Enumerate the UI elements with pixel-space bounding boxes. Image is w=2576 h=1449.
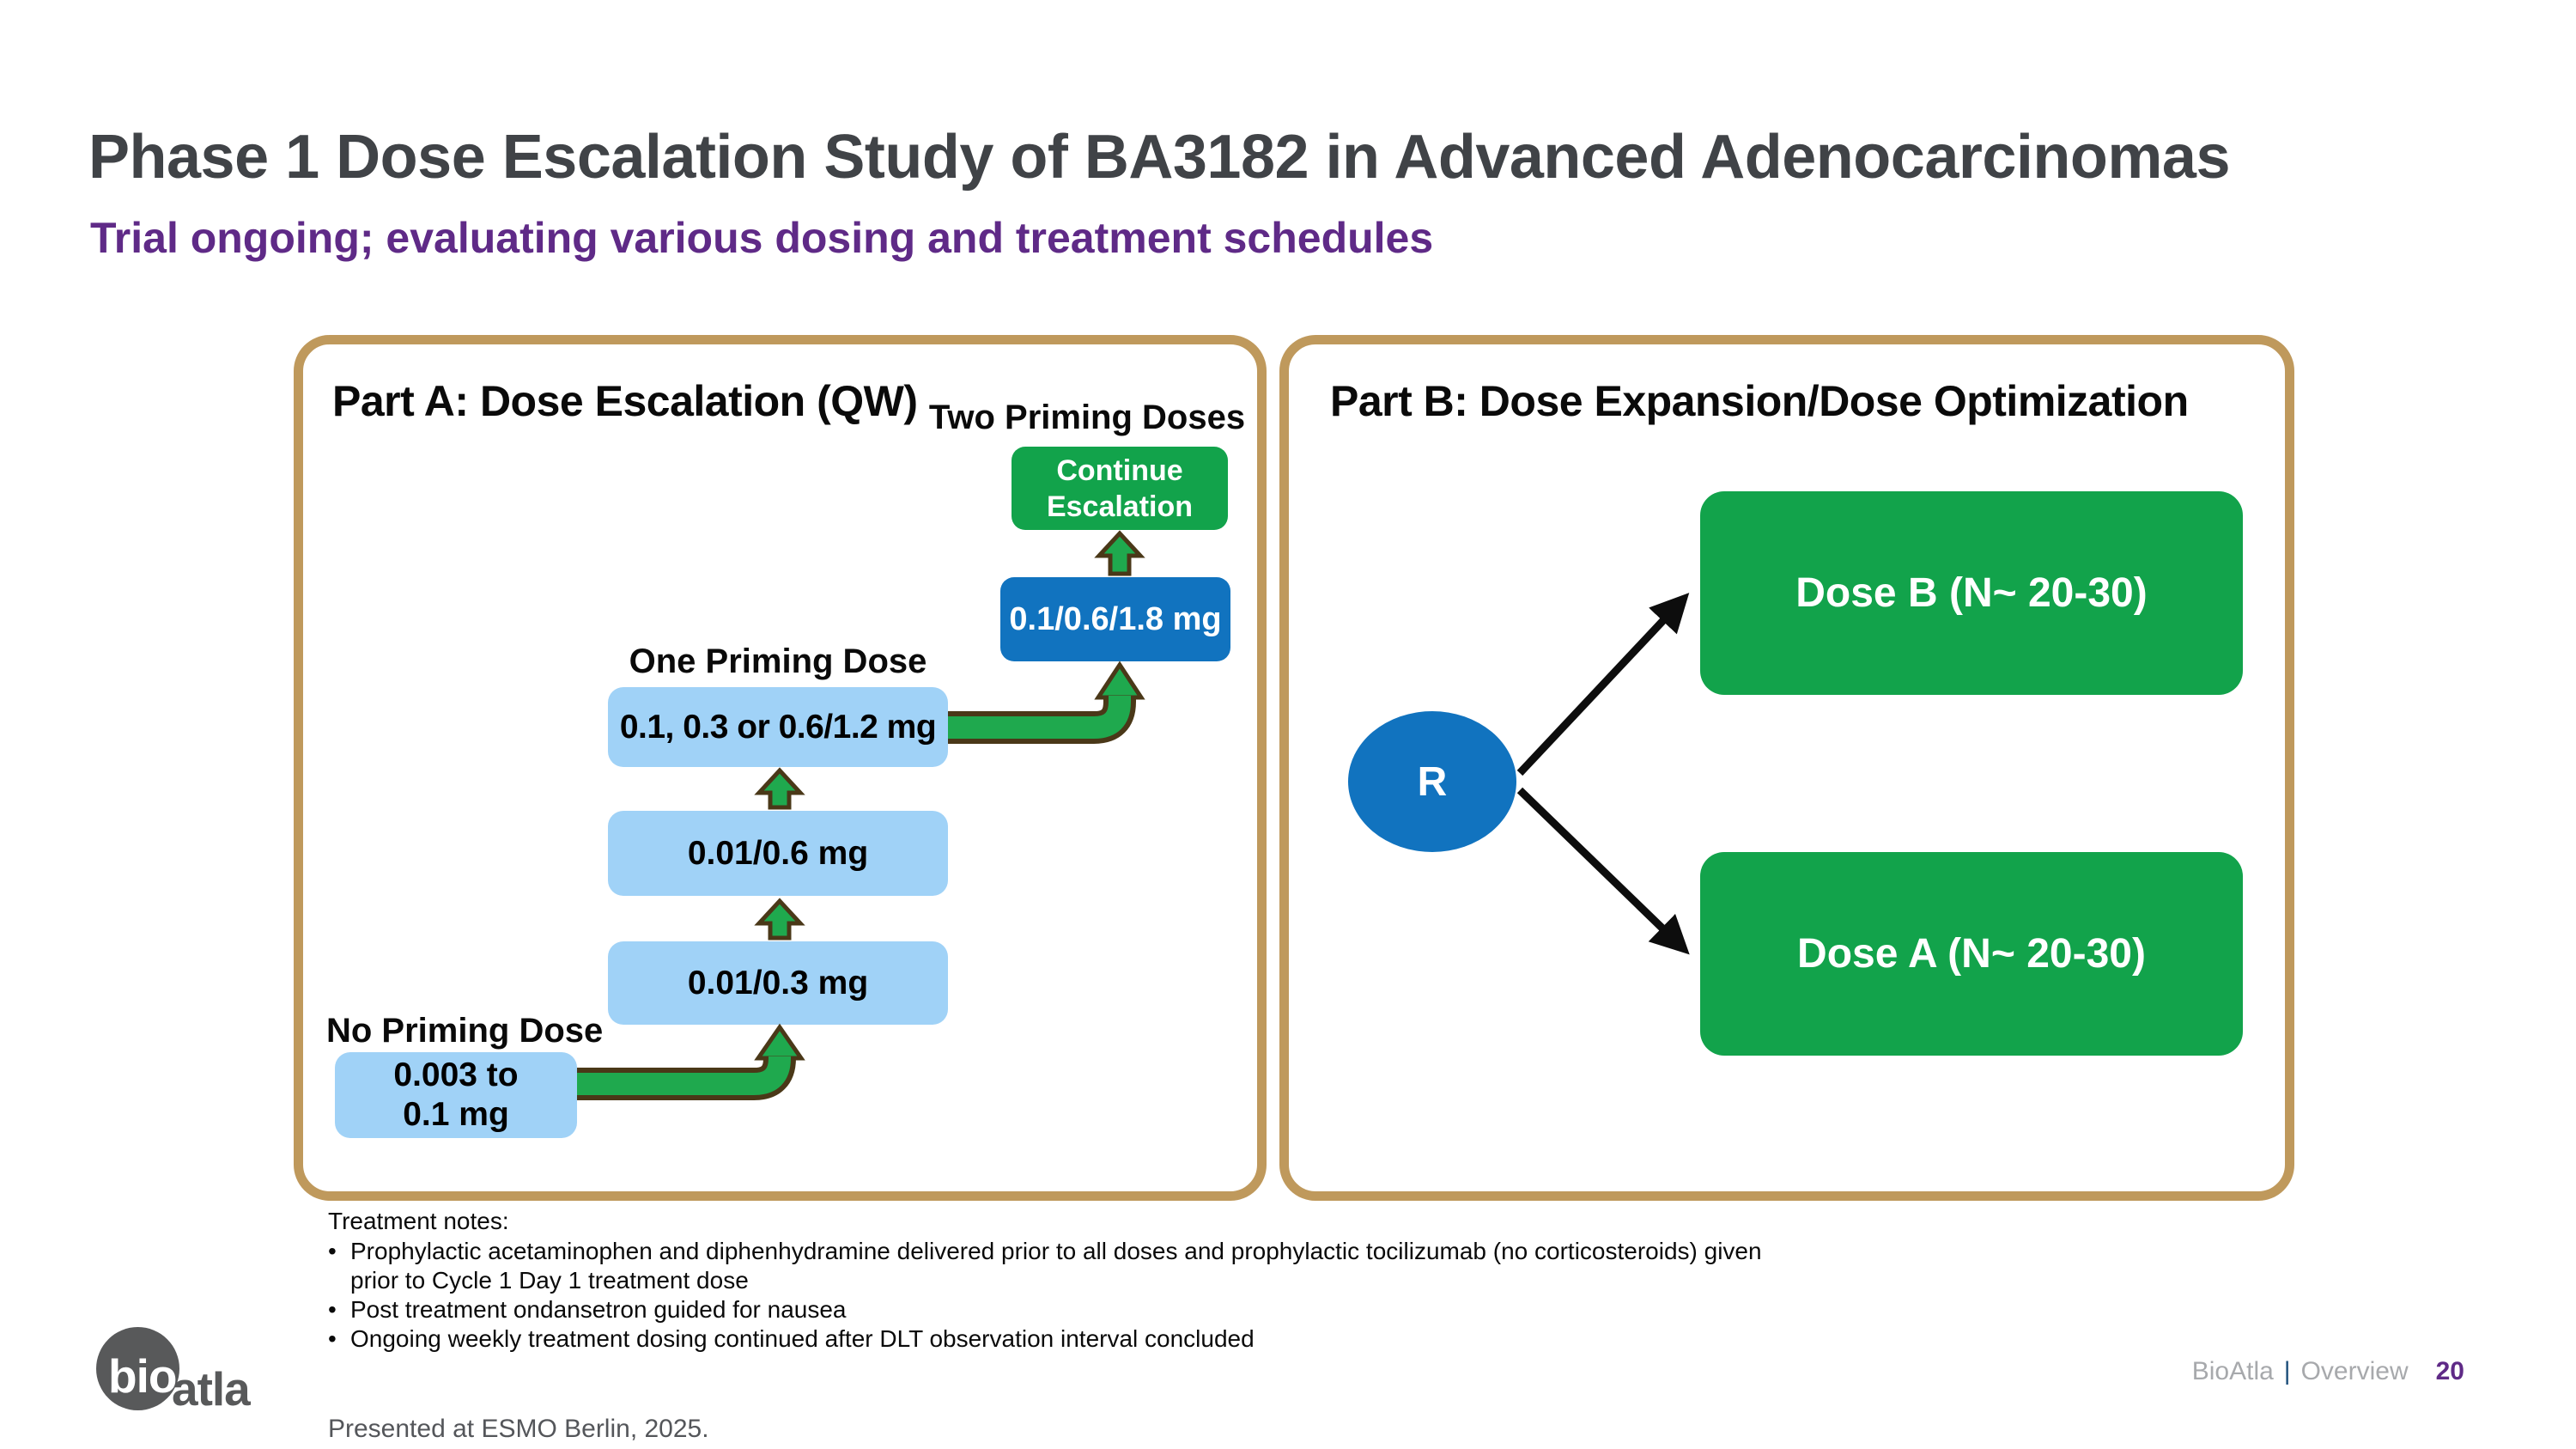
treatment-note-text: Ongoing weekly treatment dosing continue… (350, 1325, 1255, 1352)
footer-brand: BioAtla (2191, 1357, 2274, 1385)
presented-at-text: Presented at ESMO Berlin, 2025. (328, 1415, 709, 1443)
continue-escalation-line1: Continue (1056, 454, 1183, 487)
treatment-notes-heading: Treatment notes: (328, 1208, 509, 1234)
dose-level-1-box: 0.01/0.3 mg (608, 941, 948, 1025)
treatment-note-item: • Prophylactic acetaminophen and diphenhy… (328, 1238, 1762, 1265)
bullet-icon: • (328, 1325, 337, 1352)
randomization-ellipse: R (1348, 711, 1516, 852)
continue-escalation-box: Continue Escalation (1012, 447, 1228, 530)
dose-level-0-box: 0.003 to 0.1 mg (335, 1052, 577, 1138)
part-b-title: Part B: Dose Expansion/Dose Optimization (1330, 377, 2189, 425)
continue-escalation-line2: Escalation (1046, 490, 1194, 523)
dose-level-4-box: 0.1/0.6/1.8 mg (1000, 577, 1230, 661)
dose-b-box: Dose B (N~ 20-30) (1700, 491, 2243, 695)
treatment-note-item: • Post treatment ondansetron guided for n… (328, 1296, 847, 1324)
footer-section: Overview (2300, 1357, 2409, 1385)
page-title: Phase 1 Dose Escalation Study of BA3182 … (88, 123, 2231, 192)
bioatla-logo-atla-text: atla (172, 1362, 251, 1416)
no-priming-dose-label: No Priming Dose (326, 1012, 604, 1050)
treatment-note-text: Post treatment ondansetron guided for na… (350, 1296, 847, 1323)
part-a-title: Part A: Dose Escalation (QW) (332, 377, 918, 425)
page-subtitle: Trial ongoing; evaluating various dosing… (90, 214, 1434, 262)
footer-separator: | (2283, 1357, 2291, 1385)
dose-level-3-box: 0.1, 0.3 or 0.6/1.2 mg (608, 687, 948, 767)
page-number: 20 (2435, 1357, 2464, 1385)
treatment-note-continuation: prior to Cycle 1 Day 1 treatment dose (350, 1267, 749, 1294)
treatment-note-text: Prophylactic acetaminophen and diphenhyd… (350, 1238, 1762, 1264)
bioatla-logo-bio-text: bio (108, 1349, 177, 1403)
randomization-label: R (1417, 758, 1448, 805)
bullet-icon: • (328, 1238, 337, 1264)
dose-level-0-line2: 0.1 mg (403, 1096, 509, 1133)
one-priming-dose-label: One Priming Dose (629, 642, 927, 680)
two-priming-doses-label: Two Priming Doses (928, 399, 1246, 436)
dose-level-0-line1: 0.003 to (393, 1056, 519, 1093)
bullet-icon: • (328, 1296, 337, 1323)
dose-level-2-box: 0.01/0.6 mg (608, 811, 948, 896)
dose-a-box: Dose A (N~ 20-30) (1700, 852, 2243, 1056)
treatment-note-item: • Ongoing weekly treatment dosing continu… (328, 1325, 1255, 1353)
bioatla-logo-icon (96, 1327, 179, 1410)
footer-pagination: BioAtla | Overview 20 (2192, 1357, 2464, 1386)
